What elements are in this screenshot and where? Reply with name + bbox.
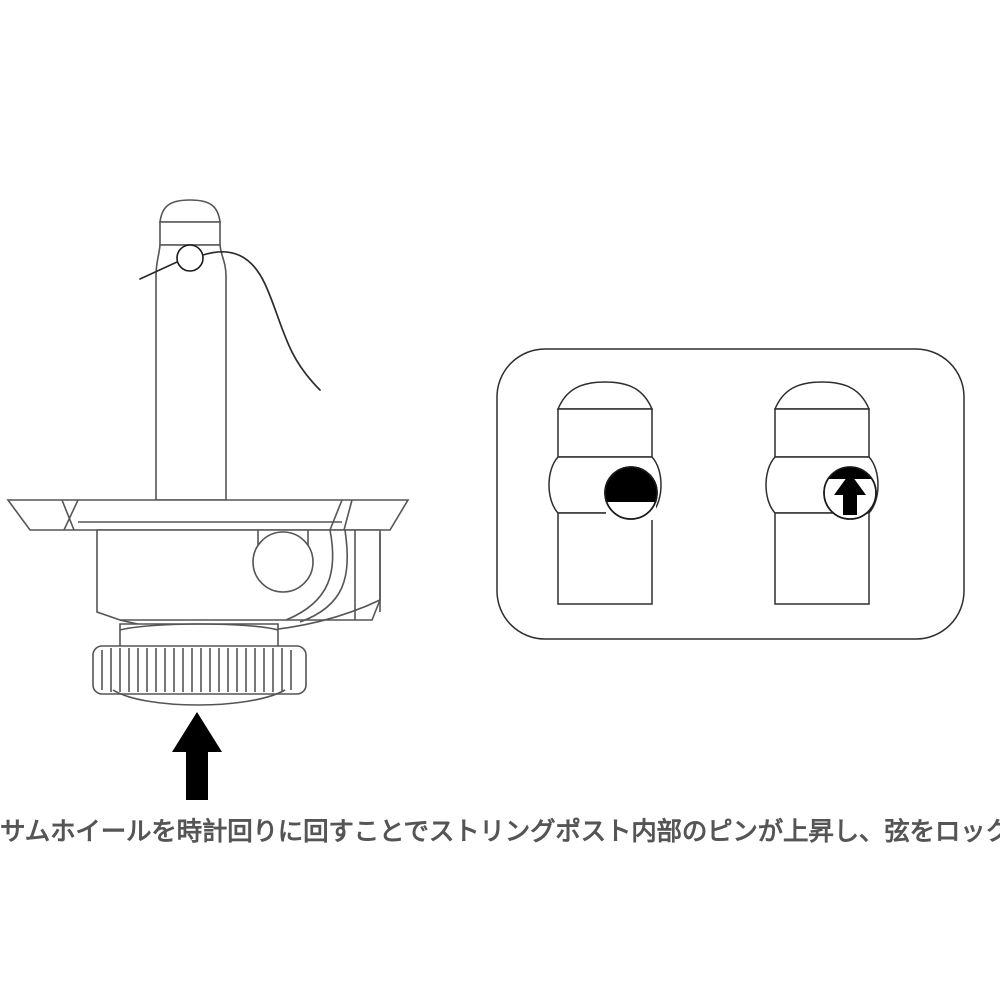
bearing-circle	[252, 531, 314, 593]
thumbwheel	[92, 645, 307, 706]
caption: サムホイールを時計回りに回すことでストリングポスト内部のピンが上昇し、弦をロック…	[0, 817, 1000, 847]
post-shaft	[155, 244, 227, 501]
caption-text: サムホイールを時計回りに回すことでストリングポスト内部のピンが上昇し、弦をロック…	[0, 817, 1000, 847]
mounting-flange	[6, 499, 410, 531]
post-cap	[159, 199, 221, 246]
post-hole-filled	[604, 466, 658, 520]
post-pin-rising	[765, 381, 879, 605]
guitar-string	[139, 251, 321, 391]
post-pin-down	[548, 381, 662, 605]
string-post-assembly-side-view	[6, 199, 410, 800]
string-post-pin-detail-callout	[496, 348, 965, 640]
string-hole	[176, 244, 204, 272]
thumbwheel-knurl	[101, 648, 292, 692]
up-arrow-icon	[834, 473, 866, 515]
up-arrow-indicator	[172, 712, 222, 800]
post-hole-rising	[823, 466, 877, 520]
housing-body	[96, 529, 381, 634]
